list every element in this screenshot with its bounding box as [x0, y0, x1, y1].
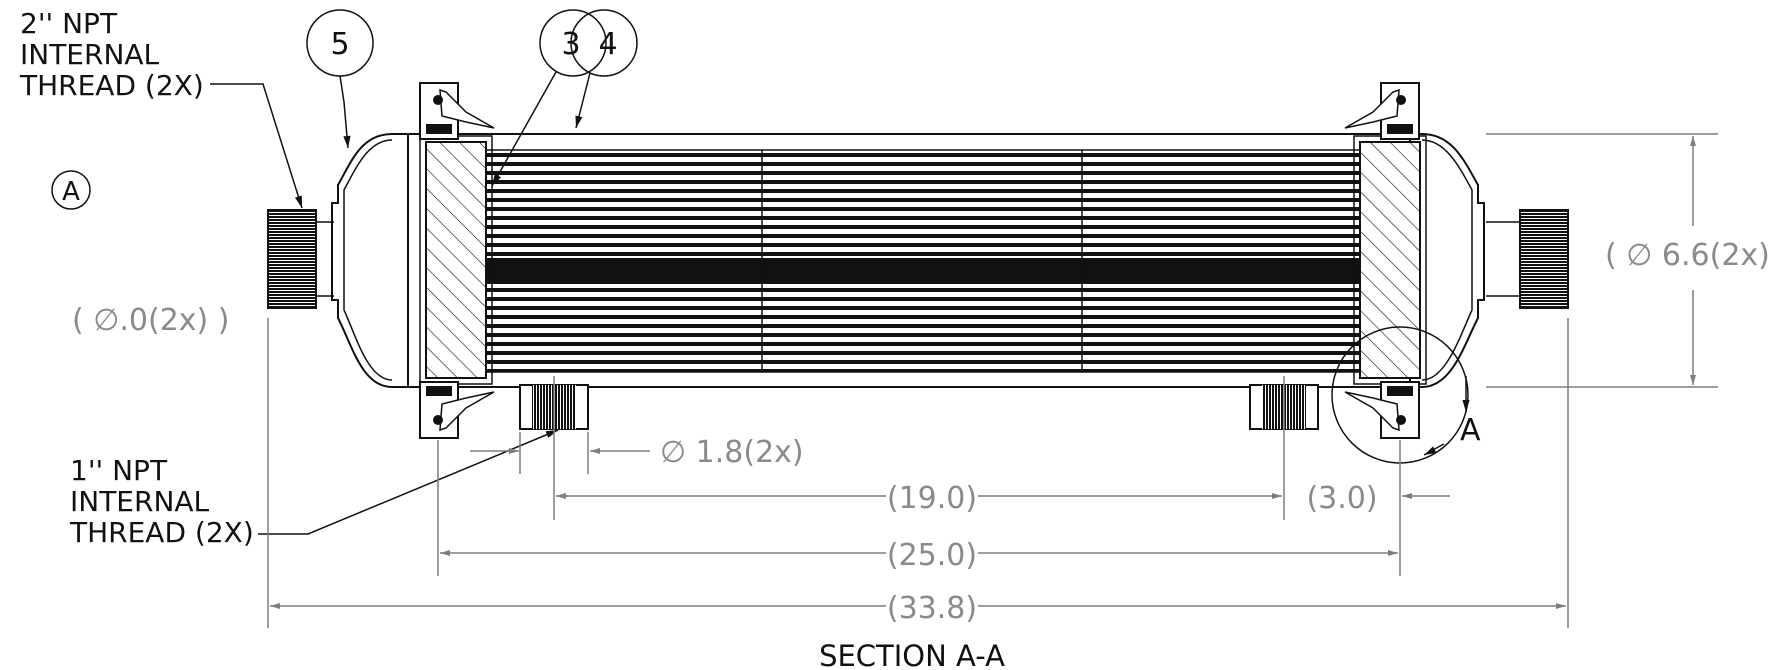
svg-text:(25.0): (25.0) [887, 538, 977, 573]
detail-arrow [1423, 443, 1445, 456]
callout-1in-npt: 1'' NPT INTERNAL THREAD (2X) [69, 429, 559, 549]
dim-3: (3.0) [1306, 481, 1450, 516]
svg-text:INTERNAL: INTERNAL [70, 485, 210, 518]
balloon-5: 5 [306, 9, 374, 149]
callout-2in-npt: 2'' NPT INTERNAL THREAD (2X) [19, 7, 303, 209]
flange-clamp-right-top [1344, 82, 1420, 140]
nozzle-right-2in [1486, 209, 1569, 309]
flange-clamp-right-bottom [1344, 381, 1420, 439]
svg-text:2'' NPT: 2'' NPT [20, 7, 118, 40]
dim-diameter-left: ( ∅.0(2x) ) [72, 303, 230, 338]
svg-text:INTERNAL: INTERNAL [20, 38, 160, 71]
svg-text:( ∅.0(2x) ): ( ∅.0(2x) ) [72, 303, 230, 338]
section-arrow-label: A [1460, 413, 1481, 448]
svg-text:(3.0): (3.0) [1306, 481, 1377, 516]
dim-19: (19.0) [556, 481, 1282, 516]
dim-extension-lines [267, 133, 1718, 628]
nozzle-left-2in [267, 209, 334, 309]
dim-diameter-right: ( ∅ 6.6(2x) ) [1605, 136, 1777, 385]
svg-text:(33.8): (33.8) [887, 591, 977, 626]
svg-text:( ∅ 6.6(2x) ): ( ∅ 6.6(2x) ) [1605, 238, 1777, 273]
svg-text:∅ 1.8(2x): ∅ 1.8(2x) [660, 435, 804, 470]
svg-text:A: A [62, 177, 80, 207]
dim-33-8: (33.8) [270, 591, 1566, 626]
svg-text:(19.0): (19.0) [887, 481, 977, 516]
tube-sheet-right [1353, 135, 1427, 385]
flange-clamp-left-top [419, 82, 495, 140]
svg-text:THREAD (2X): THREAD (2X) [69, 516, 254, 549]
section-title: SECTION A-A [819, 639, 1005, 670]
balloon-4: 4 [570, 9, 638, 129]
svg-text:THREAD (2X): THREAD (2X) [19, 69, 204, 102]
svg-text:4: 4 [598, 27, 617, 62]
tube-bundle [485, 149, 1361, 373]
svg-text:5: 5 [330, 27, 349, 62]
svg-text:1'' NPT: 1'' NPT [70, 454, 168, 487]
tube-sheet-left [419, 135, 493, 385]
dim-port-diameter: ∅ 1.8(2x) [470, 435, 804, 470]
detail-marker-a: A [51, 170, 91, 210]
flange-clamp-left-bottom [419, 381, 495, 439]
dim-25: (25.0) [440, 538, 1398, 573]
